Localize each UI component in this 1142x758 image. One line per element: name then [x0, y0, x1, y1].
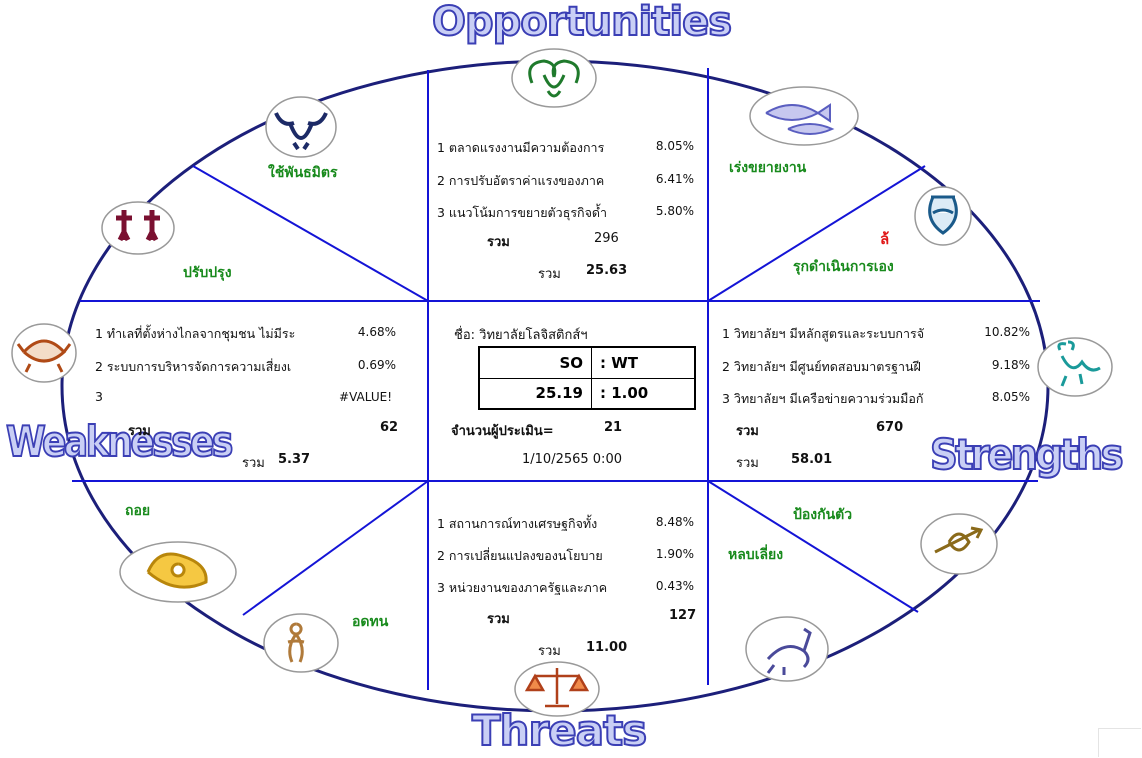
diag-bottom-right [707, 480, 919, 613]
strategy-bottom-left: อดทน [352, 614, 389, 630]
strategy-left-upper: ปรับปรุง [183, 265, 232, 281]
weaknesses-heading: Weaknesses [5, 416, 234, 467]
ratio-wt-header: : WT [591, 346, 696, 379]
opportunity-item-1: 1 ตลาดแรงงานมีความต้องการ [437, 140, 605, 155]
threat-sum-label: รวม [487, 612, 510, 627]
leo-icon [119, 541, 237, 603]
weakness-item-1: 1 ทำเลที่ตั้งห่างไกลจากชุมชน ไม่มีระ [95, 326, 296, 341]
weakness-pct-3: #VALUE! [339, 390, 392, 404]
diag-bottom-left [242, 480, 429, 616]
weakness-total-value: 5.37 [278, 452, 311, 467]
ratio-wt-value: : 1.00 [591, 377, 696, 410]
threat-pct-2: 1.90% [655, 547, 694, 561]
aquarius-icon [914, 186, 972, 246]
threat-item-3: 3 หน่วยงานของภาครัฐและภาค [437, 580, 608, 595]
evaluators-label: จำนวนผู้ประเมิน= [451, 424, 554, 439]
opportunity-pct-1: 8.05% [655, 139, 694, 153]
strategy-right-lower: ป้องกันตัว [793, 507, 853, 523]
threat-total-label: รวม [538, 644, 561, 659]
threat-total-value: 11.00 [586, 640, 628, 655]
opportunity-item-2: 2 การปรับอัตราค่าแรงของภาค [437, 173, 605, 188]
evaluation-datetime: 1/10/2565 0:00 [522, 452, 622, 467]
institution-name: ชื่อ: วิทยาลัยโลจิสติกส์ฯ [454, 328, 588, 343]
ratio-so-header: SO [478, 346, 592, 379]
strategy-top-left: ใช้พันธมิตร [268, 165, 338, 181]
scorpio-icon [745, 616, 829, 682]
weakness-pct-1: 4.68% [357, 325, 396, 339]
taurus-icon [265, 96, 337, 158]
strength-pct-1: 10.82% [984, 325, 1030, 339]
cancer-icon [11, 323, 77, 383]
strategy-right-upper: รุกดำเนินการเอง [793, 259, 894, 275]
ratio-so-value: 25.19 [478, 377, 592, 410]
opportunity-pct-3: 5.80% [655, 204, 694, 218]
strength-pct-3: 8.05% [991, 390, 1030, 404]
strengths-heading: Strengths [929, 429, 1124, 480]
threats-heading: Threats [471, 705, 648, 756]
threat-sum-value: 127 [669, 608, 697, 623]
threat-item-1: 1 สถานการณ์ทางเศรษฐกิจทั้ง [437, 516, 598, 531]
weakness-total-label: รวม [242, 456, 265, 471]
opportunity-pct-2: 6.41% [655, 172, 694, 186]
weakness-sum-label: รวม [128, 424, 151, 439]
strength-sum-value: 670 [876, 420, 904, 435]
strength-sum-label: รวม [736, 424, 759, 439]
weakness-item-3: 3 [95, 389, 103, 404]
threat-item-2: 2 การเปลี่ยนแปลงของนโยบาย [437, 548, 603, 563]
capricorn-icon [1037, 337, 1113, 397]
strength-item-3: 3 วิทยาลัยฯ มีเครือข่ายความร่วมมือกั [722, 391, 924, 406]
sagittarius-icon [920, 513, 998, 575]
strategy-top-right: เร่งขยายงาน [729, 160, 807, 176]
diag-top-right [707, 165, 926, 302]
opportunity-sum-label: รวม [487, 235, 510, 250]
weakness-pct-2: 0.69% [357, 358, 396, 372]
virgo-icon [263, 613, 339, 673]
strength-total-value: 58.01 [791, 452, 833, 467]
weakness-sum-value: 62 [380, 420, 399, 435]
page-corner-marker [1098, 728, 1141, 757]
libra-icon [514, 661, 600, 717]
diag-top-left [192, 165, 429, 302]
opportunity-total-label: รวม [538, 267, 561, 282]
opportunity-sum-value: 296 [594, 231, 619, 246]
threat-pct-3: 0.43% [655, 579, 694, 593]
strength-item-2: 2 วิทยาลัยฯ มีศูนย์ทดสอบมาตรฐานฝี [722, 359, 921, 374]
so-wt-ratio-table: SO : WT 25.19 : 1.00 [478, 346, 696, 410]
strength-item-1: 1 วิทยาลัยฯ มีหลักสูตรและระบบการจั [722, 326, 925, 341]
opportunities-heading: Opportunities [431, 0, 733, 46]
strategy-right-upper-mark: ล้ [880, 230, 890, 248]
strategy-bottom-right: หลบเลี่ยง [728, 547, 784, 563]
opportunity-total-value: 25.63 [586, 263, 628, 278]
weakness-item-2: 2 ระบบการบริหารจัดการความเสี่ยงเ [95, 359, 292, 374]
aries-icon [511, 48, 597, 108]
pisces-icon [749, 86, 859, 146]
evaluators-value: 21 [604, 420, 623, 435]
opportunity-item-3: 3 แนวโน้มการขยายตัวธุรกิจด้ำ [437, 205, 608, 220]
strength-total-label: รวม [736, 456, 759, 471]
strategy-left-lower: ถอย [125, 503, 151, 519]
threat-pct-1: 8.48% [655, 515, 694, 529]
strength-pct-2: 9.18% [991, 358, 1030, 372]
gemini-icon [101, 201, 175, 255]
